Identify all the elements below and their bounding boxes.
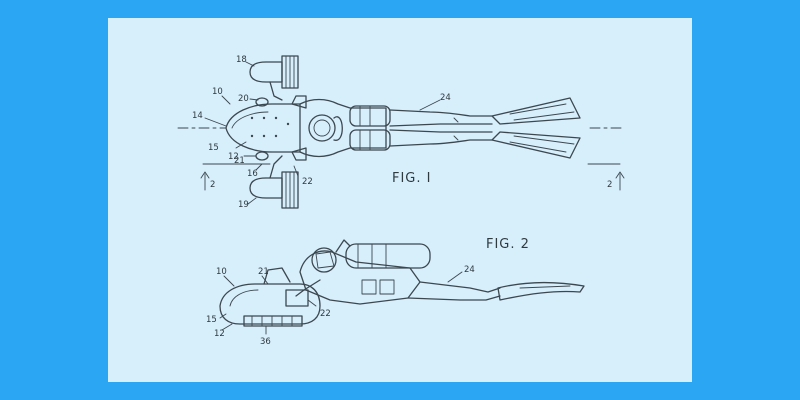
diver-torso bbox=[299, 98, 387, 158]
leg-inner bbox=[389, 123, 493, 133]
fig2-ref-22: 22 bbox=[320, 309, 331, 319]
battery-36 bbox=[243, 315, 303, 327]
handle-mount bbox=[263, 267, 291, 285]
diver-side-head bbox=[311, 247, 337, 273]
fig1-ref-16: 16 bbox=[247, 169, 258, 179]
leg-upper bbox=[389, 109, 493, 117]
fig2-diagram bbox=[219, 239, 585, 335]
thruster-upper-arm bbox=[269, 81, 283, 101]
leg-lower bbox=[389, 139, 493, 147]
fig2-ref-21: 21 bbox=[258, 267, 269, 277]
fin-upper bbox=[491, 97, 581, 125]
thruster-upper bbox=[249, 61, 283, 83]
fig1-ref-20: 20 bbox=[238, 94, 249, 104]
tank-valve bbox=[335, 239, 351, 253]
vehicle-body-side-view bbox=[219, 283, 321, 325]
fig2-ref-24: 24 bbox=[464, 265, 475, 275]
fig1-section-2-left: 2 bbox=[210, 180, 215, 190]
fig1-ref-18: 18 bbox=[236, 55, 247, 65]
fin-lower bbox=[491, 131, 581, 159]
section-arrow-left bbox=[200, 171, 210, 191]
fig1-ref-21: 21 bbox=[234, 156, 245, 166]
section-arrow-right bbox=[615, 171, 625, 191]
fig2-title: FIG. 2 bbox=[486, 237, 530, 252]
thruster-lower-arm bbox=[269, 155, 283, 179]
fig2-ref-10: 10 bbox=[216, 267, 227, 277]
fig1-ref-15: 15 bbox=[208, 143, 219, 153]
diver-regulator bbox=[333, 116, 343, 141]
diver-leg-lower bbox=[407, 295, 501, 301]
handle-bottom bbox=[291, 147, 307, 161]
control-box bbox=[285, 289, 309, 307]
fig2-ref-12: 12 bbox=[214, 329, 225, 339]
fig1-ref-24: 24 bbox=[440, 93, 451, 103]
fig1-ref-14: 14 bbox=[192, 111, 203, 121]
handle-top bbox=[291, 95, 307, 109]
vehicle-body-top-view bbox=[225, 103, 301, 153]
fig1-ref-12: 12 bbox=[228, 152, 239, 162]
diver-head bbox=[308, 114, 336, 142]
fig1-diagram bbox=[177, 55, 626, 209]
thruster-lower bbox=[249, 177, 283, 199]
control-21 bbox=[255, 151, 269, 161]
fig1-section-2-right: 2 bbox=[607, 180, 612, 190]
vehicle-nose-inner bbox=[231, 111, 269, 129]
diver-arm bbox=[295, 279, 321, 297]
control-20 bbox=[255, 97, 269, 107]
fig2-ref-15: 15 bbox=[206, 315, 217, 325]
vehicle-rivets bbox=[250, 116, 290, 138]
diver-mask bbox=[315, 251, 335, 269]
patent-drawing-panel bbox=[108, 18, 692, 382]
fig1-ref-22: 22 bbox=[302, 177, 313, 187]
fig1-ref-10: 10 bbox=[212, 87, 223, 97]
fig1-ref-19: 19 bbox=[238, 200, 249, 210]
fig1-title: FIG. I bbox=[392, 171, 431, 186]
diver-side-body bbox=[299, 250, 421, 305]
diver-leg-upper bbox=[419, 281, 501, 293]
fig2-ref-36: 36 bbox=[260, 337, 271, 347]
diver-tank bbox=[345, 243, 431, 269]
diver-fins bbox=[497, 281, 585, 301]
